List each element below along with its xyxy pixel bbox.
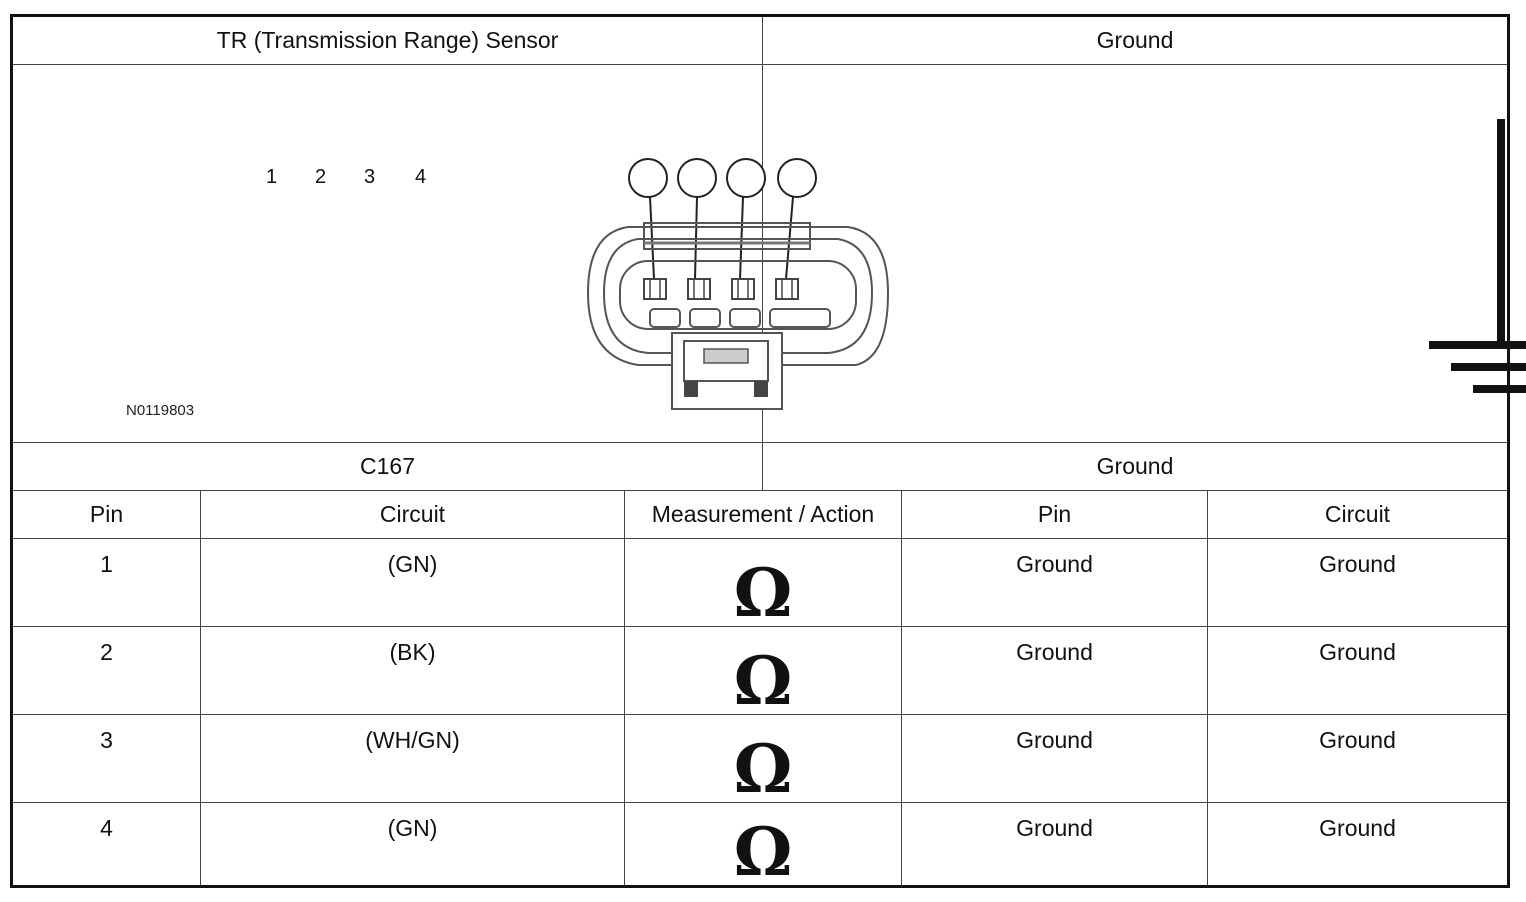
row-3-circuit: (WH/GN) [201,715,625,803]
row-1-circuit: (GN) [201,539,625,627]
ground-title: Ground [763,17,1507,65]
row-2-pin-2: Ground [902,627,1208,715]
row-2-circuit-2: Ground [1208,627,1507,715]
ground-symbol-icon [1429,119,1526,393]
pin-callout-1: 1 [266,166,278,188]
row-1-pin: 1 [13,539,201,627]
row-2-pin: 2 [13,627,201,715]
row-3-ohm-icon: Ω [625,715,902,803]
row-2-ohm-icon: Ω [625,627,902,715]
row-3-pin: 3 [13,715,201,803]
row-3-circuit-2: Ground [1208,715,1507,803]
row-1-circuit-2: Ground [1208,539,1507,627]
pin-callout-4: 4 [415,166,427,188]
row-4-pin: 4 [13,803,201,885]
connector-face-diagram [586,158,889,410]
figure-id: N0119803 [126,402,195,419]
row-3-pin-2: Ground [902,715,1208,803]
sensor-title: TR (Transmission Range) Sensor [13,17,763,65]
row-4-ohm-icon: Ω [625,803,902,885]
row-4-circuit-2: Ground [1319,815,1396,841]
row-1-pin-2: Ground [902,539,1208,627]
ground-symbol-cell [763,65,1526,443]
pin-callout-2: 2 [315,166,327,188]
row-4-pin-2: Ground [902,803,1208,885]
row-4-circuit: (GN) [201,803,625,885]
col-header-circuit: Circuit [201,491,625,539]
connector-label: C167 [13,443,763,491]
connector-figure-cell: 1 2 3 4 N0119803 [13,65,889,443]
row-1-ohm-icon: Ω [625,539,902,627]
ground-label: Ground [763,443,1507,491]
pinout-table: TR (Transmission Range) Sensor Ground [10,14,1526,888]
pin-callout-3: 3 [364,166,376,188]
col-header-measurement: Measurement / Action [625,491,902,539]
row-2-circuit: (BK) [201,627,625,715]
col-header-pin-2: Pin [902,491,1208,539]
col-header-pin: Pin [13,491,201,539]
col-header-circuit-2: Circuit [1208,491,1507,539]
